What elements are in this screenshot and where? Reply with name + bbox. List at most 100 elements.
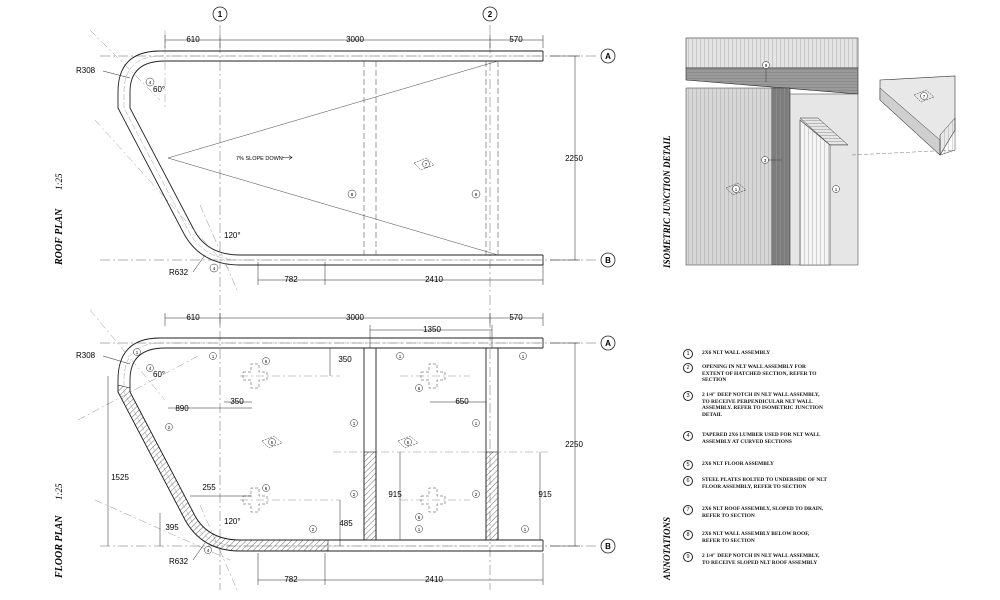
- grid-col-2: 2: [488, 10, 493, 19]
- roof-dim-570: 570: [509, 35, 523, 44]
- annotation-number: 2: [683, 363, 693, 373]
- roof-wall-outline: [117, 50, 544, 266]
- annotation-text: OPENING IN NLT WALL ASSEMBLY FOR EXTENT …: [702, 364, 817, 384]
- roof-dim-610: 610: [186, 35, 200, 44]
- floor-tag-6-b: 6: [418, 386, 421, 391]
- roof-angle-top: 60°: [153, 85, 165, 94]
- floor-tag-1-g: 1: [136, 350, 139, 355]
- annotation-number: 7: [683, 505, 693, 515]
- roof-tag-4-bottom: 4: [213, 266, 216, 271]
- iso-detail-title: ISOMETRIC JUNCTION DETAIL: [662, 135, 672, 269]
- floor-dim-782: 782: [284, 575, 298, 584]
- annotation-number: 5: [683, 460, 693, 470]
- iso-tag-9: 9: [765, 63, 768, 68]
- floor-tag-1-c: 1: [353, 421, 356, 426]
- floor-tag-2-d: 2: [475, 492, 478, 497]
- roof-angle-bottom: 120°: [224, 231, 241, 240]
- roof-dim-782: 782: [284, 275, 298, 284]
- annotation-text: 2X6 NLT WALL ASSEMBLY BELOW ROOF, REFER …: [702, 531, 810, 544]
- floor-dim-1350: 1350: [423, 325, 441, 334]
- floor-dim-570: 570: [509, 313, 523, 322]
- floor-dim-485: 485: [339, 519, 353, 528]
- iso-wall-tag-icon: [725, 182, 747, 196]
- floor-tag-1-b: 1: [522, 354, 525, 359]
- floor-tag-4-b: 4: [207, 548, 210, 553]
- roof-wall-centerline: [123, 55, 540, 261]
- floor-radius-bottom: R632: [169, 557, 189, 566]
- floor-tag-2-b: 2: [312, 527, 315, 532]
- annotation-number: 4: [683, 431, 693, 441]
- grid-row-a-roof: A: [605, 52, 611, 61]
- floor-plan-scale: 1:25: [54, 483, 64, 500]
- floor-tag-6-c: 6: [265, 486, 268, 491]
- floor-dim-255: 255: [202, 483, 216, 492]
- floor-hatched-wall-right: [485, 451, 499, 541]
- roof-construction-lines: [89, 29, 239, 293]
- annotation-text: 2 1/4" DEEP NOTCH IN NLT WALL ASSEMBLY, …: [702, 553, 820, 566]
- floor-radius-top: R308: [76, 351, 96, 360]
- floor-dim-395: 395: [165, 523, 179, 532]
- floor-dim-1525: 1525: [111, 473, 129, 482]
- floor-angle-bottom: 120°: [224, 517, 241, 526]
- floor-wall-centerline: [123, 342, 540, 547]
- floor-tag-4-a: 4: [149, 366, 152, 371]
- floor-tag-symbol-a-icon: [261, 435, 283, 449]
- roof-walls-below: [363, 61, 499, 255]
- floor-tag-1-f: 1: [524, 527, 527, 532]
- floor-dim-890: 890: [175, 404, 189, 413]
- annotation-text: STEEL PLATES BOLTED TO UNDERSIDE OF NLT …: [702, 477, 827, 490]
- floor-tag-1-a: 1: [399, 354, 402, 359]
- grid-col-1: 1: [218, 10, 223, 19]
- annotation-number: 1: [683, 349, 693, 359]
- roof-dimensions: [164, 35, 580, 285]
- floor-tag-5-a: 5: [271, 440, 274, 445]
- floor-dim-915-a: 915: [388, 490, 402, 499]
- floor-angle-top: 60°: [153, 370, 165, 379]
- roof-slope-note: 7% SLOPE DOWN: [236, 156, 283, 162]
- floor-dim-610: 610: [186, 313, 200, 322]
- floor-plan: FLOOR PLAN 1:25: [54, 309, 583, 593]
- annotations-title: ANNOTATIONS: [662, 517, 672, 581]
- isometric-detail: ISOMETRIC JUNCTION DETAIL 9 3: [662, 37, 956, 269]
- floor-tag-1-h: 1: [212, 354, 215, 359]
- annotation-number: 9: [683, 552, 693, 562]
- grid-row-a-floor: A: [605, 339, 611, 348]
- iso-tag-1-right: 1: [835, 187, 838, 192]
- grid-row-b-roof: B: [605, 256, 611, 265]
- grid-bubbles: 1 2 A B A B: [212, 6, 616, 554]
- floor-dimensions: [107, 313, 580, 585]
- annotation-text: TAPERED 2X6 LUMBER USED FOR NLT WALL ASS…: [702, 432, 821, 445]
- floor-plan-title: FLOOR PLAN: [54, 515, 65, 579]
- roof-dim-2250: 2250: [565, 154, 583, 163]
- floor-tag-symbol-b-icon: [397, 435, 419, 449]
- annotation-text: 2X6 NLT WALL ASSEMBLY: [702, 350, 771, 356]
- roof-radius-bottom: R632: [169, 268, 189, 277]
- annotation-number: 3: [683, 391, 693, 401]
- floor-dim-915-b: 915: [538, 490, 552, 499]
- floor-hatched-wall-mid: [363, 451, 377, 541]
- roof-radius-top: R308: [76, 66, 96, 75]
- roof-plan-scale: 1:25: [54, 173, 64, 190]
- floor-tag-2-c: 2: [353, 492, 356, 497]
- annotation-text: 2X6 NLT ROOF ASSEMBLY, SLOPED TO DRAIN, …: [702, 506, 824, 519]
- floor-tag-6-a: 6: [265, 359, 268, 364]
- iso-roof-tag-icon: [913, 89, 935, 103]
- roof-tag-7: 7: [425, 162, 428, 167]
- floor-tag-2-a: 2: [168, 425, 171, 430]
- roof-slope-lines: [167, 60, 499, 256]
- roof-dim-2410: 2410: [425, 275, 443, 284]
- roof-tag-symbol-icon: [413, 157, 435, 171]
- floor-hatched-curve-section: [117, 384, 329, 552]
- grid-lines: [100, 25, 598, 590]
- annotation-text: 2X6 NLT FLOOR ASSEMBLY: [702, 461, 774, 467]
- floor-tag-1-d: 1: [475, 421, 478, 426]
- roof-plan-title: ROOF PLAN: [54, 208, 65, 266]
- floor-tag-1-e: 1: [418, 527, 421, 532]
- annotation-number: 8: [683, 530, 693, 540]
- floor-tag-6-d: 6: [418, 515, 421, 520]
- iso-tag-3: 3: [764, 158, 767, 163]
- floor-steel-plates: [242, 363, 446, 513]
- floor-tag-5-b: 5: [407, 440, 410, 445]
- roof-plan: ROOF PLAN 1:25 7% SLOPE DOWN 7: [54, 29, 583, 293]
